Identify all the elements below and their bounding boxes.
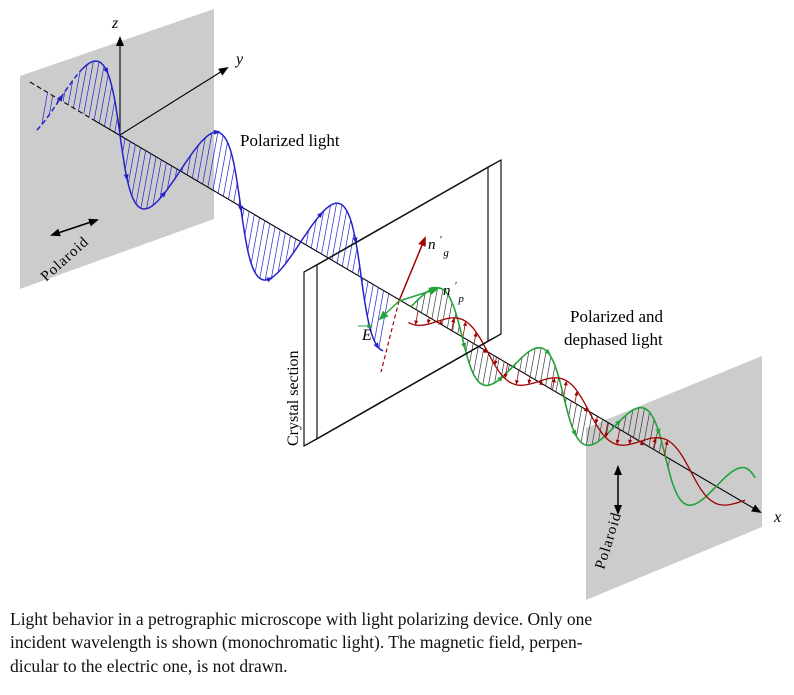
- wave-red-field-arrowhead: [615, 439, 620, 445]
- wave-blue-arrowhead: [238, 205, 244, 213]
- wave-red-field-vector: [451, 320, 454, 331]
- wave-blue-curve: [81, 60, 384, 352]
- ng-axis-dashed: [380, 300, 400, 373]
- wave-blue-arrowhead: [160, 190, 167, 198]
- wave-blue-arrowhead: [266, 277, 274, 283]
- crystal-slab: [303, 158, 502, 448]
- e-vector-overline-arrowhead: [367, 323, 373, 329]
- wave-blue-arrowhead: [123, 173, 129, 181]
- wave-red-field-arrowhead: [604, 432, 609, 438]
- polaroid-plate-left: [20, 9, 214, 289]
- wave-blue-curve: [36, 68, 84, 131]
- wave-red-field-vector: [415, 310, 419, 323]
- wave-green-arrowhead: [461, 342, 467, 350]
- ng-label: n ′ g: [428, 231, 449, 259]
- wave-red-field-arrowhead: [652, 437, 657, 443]
- wave-red-field-arrowhead: [539, 380, 543, 386]
- wave-red-field-vector: [574, 393, 577, 404]
- crystal-edge: [303, 438, 318, 447]
- wave-red-field-arrowhead: [551, 377, 556, 383]
- wave-blue-arrowhead: [316, 211, 324, 218]
- wave-red-field-arrowhead: [503, 373, 508, 379]
- figure-caption: Light behavior in a petrographic microsc…: [0, 600, 794, 678]
- wave-green-hatch: [416, 287, 670, 468]
- crystal-edge: [303, 264, 318, 273]
- np-label-sub: p: [457, 293, 464, 305]
- wave-red-field-arrowhead: [628, 439, 633, 445]
- wave-red-field-vector: [605, 422, 609, 435]
- diagram-svg: Polaroid Polaroid x z y Crystal section …: [20, 9, 781, 600]
- wave-blue-arrowhead: [103, 67, 109, 75]
- crystal-section-label: Crystal section: [285, 350, 302, 446]
- np-label: n ′ p: [443, 277, 464, 305]
- crystal-edge: [487, 159, 502, 168]
- e-vector-label: E: [361, 327, 372, 344]
- wave-red-field-vector: [505, 363, 509, 376]
- wave-red-field-vector: [516, 370, 520, 382]
- x-axis-hidden-segment: [29, 81, 93, 120]
- wave-red-field-vector: [462, 324, 466, 338]
- crystal-back-face: [316, 158, 502, 441]
- wave-red-field-vector: [664, 443, 668, 457]
- wave-red-field-vector: [617, 429, 621, 442]
- wave-red-field-vector: [563, 383, 567, 397]
- wave-red-field-arrowhead: [563, 380, 568, 386]
- np-axis-arrow: [398, 287, 439, 302]
- wave-green-arrowhead: [615, 419, 622, 426]
- wave-red-field-arrowhead: [664, 440, 669, 445]
- wave-red-field-arrowhead: [414, 320, 419, 326]
- polaroid-plate-right: [586, 356, 762, 600]
- wave-red-field-vector: [552, 380, 555, 390]
- wave-green-arrowhead: [497, 375, 504, 382]
- wave-red-field-arrowhead: [639, 440, 644, 446]
- np-label-base: n: [443, 283, 451, 299]
- wave-red-field-arrowhead: [438, 320, 443, 325]
- y-axis: [119, 66, 229, 136]
- polarized-light-label: Polarized light: [240, 131, 340, 150]
- crystal-edge: [487, 333, 502, 342]
- optics-figure: Polaroid Polaroid x z y Crystal section …: [20, 9, 781, 600]
- wave-red-field-arrowhead: [527, 379, 532, 385]
- ng-label-base: n: [428, 237, 436, 253]
- wave-red-field-arrowhead: [462, 321, 467, 327]
- y-axis-label: y: [234, 51, 244, 68]
- e-field-arrow: [378, 300, 400, 321]
- wave-red-field-arrowhead: [426, 319, 431, 325]
- wave-blue-arrowhead: [213, 129, 221, 135]
- x-axis-label: x: [773, 509, 781, 526]
- x-axis: [91, 118, 762, 514]
- incident-polarized-wave: [36, 60, 390, 352]
- caption-line: Light behavior in a petrographic microsc…: [10, 609, 593, 629]
- wave-green-arrowhead: [544, 348, 551, 356]
- wave-red-field-arrowhead: [515, 379, 519, 385]
- wave-blue-arrowhead: [57, 94, 64, 101]
- caption-line: dicular to the electric one, is not draw…: [10, 655, 288, 676]
- wave-green-arrowhead: [571, 429, 577, 437]
- ng-axis-arrow: [398, 236, 426, 302]
- np-label-prime: ′: [454, 280, 457, 292]
- wave-red-curve: [408, 317, 746, 506]
- crystal-front-face: [303, 165, 489, 448]
- dephased-light-label-line1: Polarized and: [570, 307, 663, 326]
- wave-blue-arrowhead: [373, 342, 380, 350]
- wave-green-arrowhead: [655, 428, 661, 436]
- slow-ray-wave: [408, 310, 746, 506]
- wave-red-field-arrowhead: [451, 317, 456, 323]
- dephased-light-label-line2: dephased light: [564, 330, 663, 349]
- transmission-axis-arrow-left: [50, 218, 99, 237]
- z-axis-label: z: [111, 15, 119, 32]
- ng-label-prime: ′: [439, 234, 442, 246]
- caption-line: incident wavelength is shown (monochroma…: [10, 632, 583, 653]
- fast-ray-wave: [410, 286, 756, 507]
- ng-label-sub: g: [443, 247, 449, 259]
